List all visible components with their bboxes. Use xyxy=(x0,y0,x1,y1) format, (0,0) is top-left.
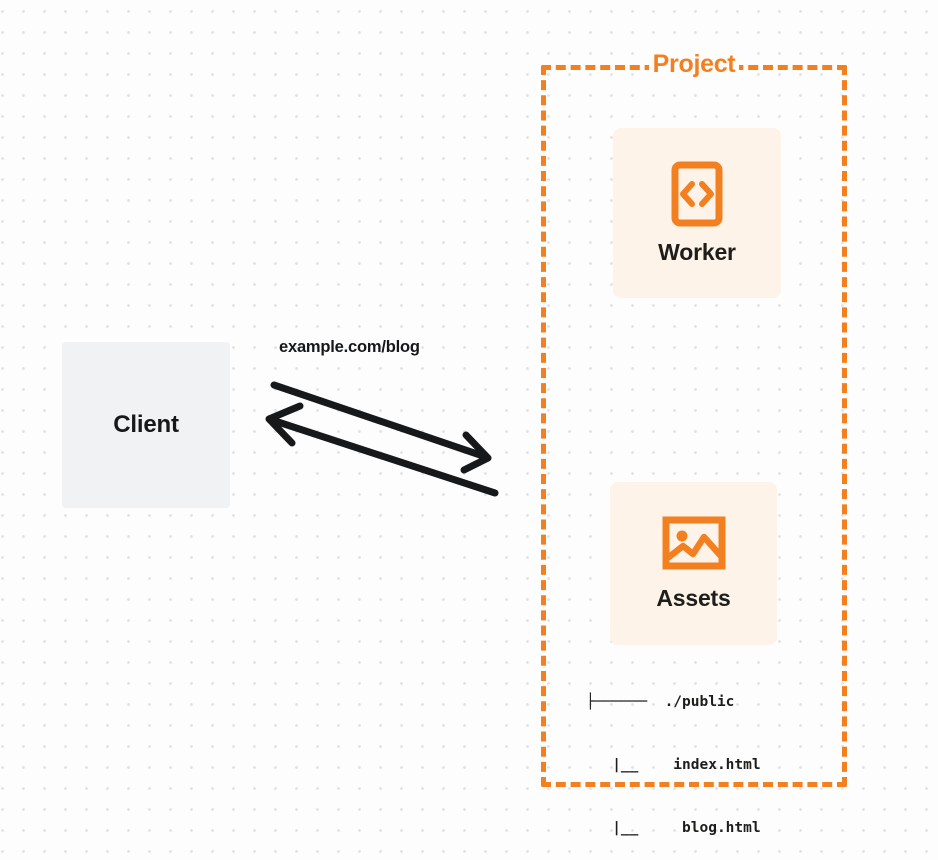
file-tree-row: |__ index.html xyxy=(586,757,761,773)
code-brackets-icon xyxy=(671,161,723,226)
client-node: Client xyxy=(62,342,230,508)
file-tree-row: ├────── ./public xyxy=(586,694,735,710)
request-arrow-icon xyxy=(270,381,492,474)
project-title-text: Project xyxy=(648,50,740,78)
assets-label: Assets xyxy=(656,585,731,611)
worker-label: Worker xyxy=(658,238,736,265)
request-url-label: example.com/blog xyxy=(279,338,420,356)
assets-node[interactable]: Assets xyxy=(610,482,777,645)
file-tree-row: |__ blog.html xyxy=(586,820,761,836)
response-arrow-icon xyxy=(265,402,499,497)
client-label: Client xyxy=(113,411,179,438)
worker-node[interactable]: Worker xyxy=(613,128,781,298)
project-title: Project xyxy=(541,47,847,81)
image-icon xyxy=(662,516,725,570)
assets-file-tree: ├────── ./public |__ index.html |__ blog… xyxy=(586,650,761,860)
